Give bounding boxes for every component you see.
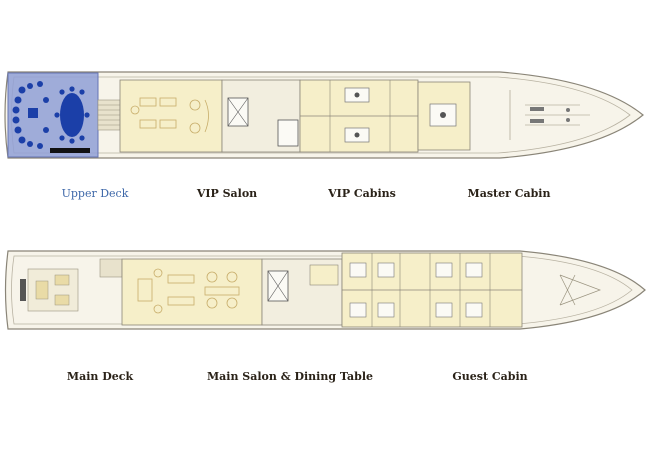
guest-cabin-label: Guest Cabin bbox=[452, 370, 528, 383]
main-deck-label: Main Deck bbox=[66, 370, 134, 383]
dining-table bbox=[204, 271, 240, 309]
main-salon-area bbox=[121, 258, 263, 326]
upper-oval-table bbox=[60, 93, 84, 137]
upper-deck-plan bbox=[0, 60, 649, 170]
main-deck-drawing bbox=[4, 250, 646, 330]
main-deck-plan bbox=[0, 235, 649, 345]
vip-cabins-label: VIP Cabins bbox=[328, 187, 396, 200]
upper-deck-drawing bbox=[4, 71, 644, 159]
main-salon-label: Main Salon & Dining Table bbox=[206, 370, 374, 383]
upper-vip-salon bbox=[119, 79, 223, 153]
upper-aft-sofa bbox=[12, 81, 49, 149]
master-cabin-label: Master Cabin bbox=[467, 187, 551, 200]
upper-deck-label: Upper Deck bbox=[61, 187, 129, 200]
vip-salon-label: VIP Salon bbox=[196, 187, 258, 200]
